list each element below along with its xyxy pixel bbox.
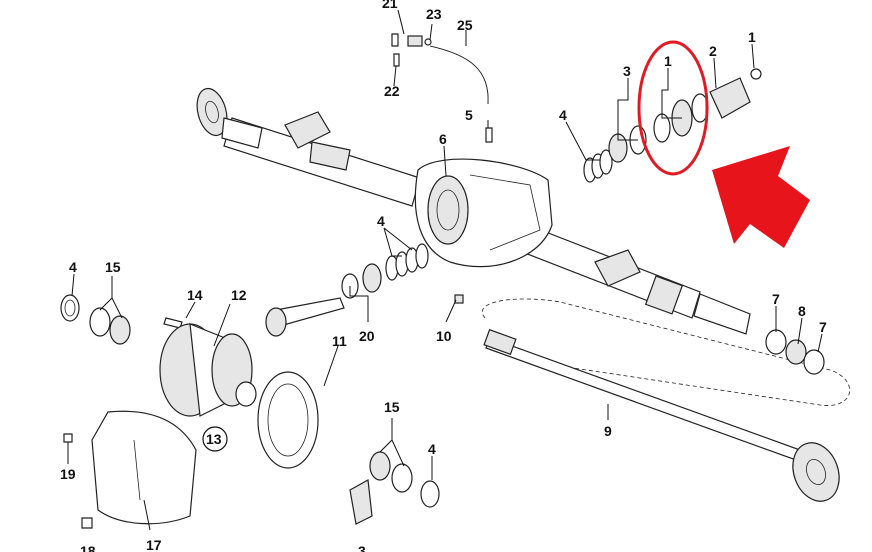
callout-19: 19 [60,466,76,482]
callout-labels: 1 1 2 3 4 4 4 4 5 6 7 7 8 9 10 11 12 13 … [60,0,827,552]
axle-shaft [482,298,850,502]
callout-25: 25 [457,17,473,33]
highlight-arrow [712,146,810,248]
callout-14: 14 [187,287,203,303]
callout-7a: 7 [772,291,780,307]
callout-4b: 4 [377,213,385,229]
callout-12: 12 [231,287,247,303]
callout-4c: 4 [69,259,77,275]
callout-10: 10 [436,328,452,344]
leader-lines [67,9,823,531]
callout-2: 2 [709,43,717,59]
callout-1a: 1 [748,29,756,45]
callout-23: 23 [426,6,442,22]
callout-22: 22 [384,83,400,99]
callout-4a: 4 [559,107,567,123]
callout-13-circle [202,426,228,452]
vent-assembly [391,33,493,143]
highlight-overlay [637,40,810,248]
callout-9: 9 [604,423,612,439]
callout-1b: 1 [664,53,672,69]
callout-17: 17 [146,537,162,552]
callout-3: 3 [623,63,631,79]
callout-8: 8 [798,303,806,319]
callout-20: 20 [359,328,375,344]
axle-housing [196,87,751,335]
callout-3b: 3 [358,543,366,552]
differential-parts [60,243,825,529]
callout-21: 21 [382,0,398,11]
callout-13: 13 [206,431,222,447]
highlight-circle [637,40,709,176]
callout-11: 11 [332,333,347,349]
callout-15a: 15 [105,259,121,275]
callout-18: 18 [80,543,96,552]
callout-7b: 7 [819,319,827,335]
callout-6: 6 [439,131,447,147]
callout-4d: 4 [428,441,436,457]
callout-5: 5 [465,107,473,123]
callout-15b: 15 [384,399,400,415]
